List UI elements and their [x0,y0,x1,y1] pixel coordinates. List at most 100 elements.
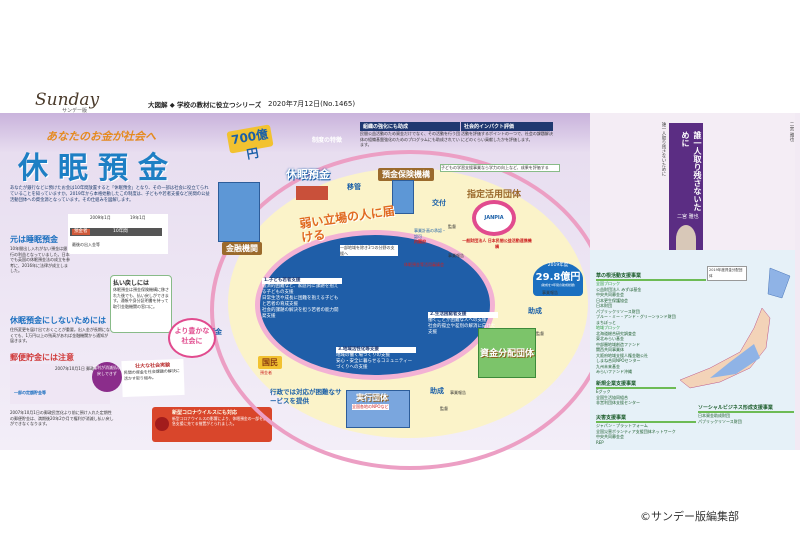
council-label: 休眠預金等活用審議会 [404,262,444,267]
yubin-badge: 権利が消滅払い戻しできず [92,362,122,392]
column-title-box: 誰一人取り残さないために 二宮 雅也 [669,123,703,258]
exec-sub: 全国各地のNPOなど [352,404,389,410]
supervise-label-3: 監督 [440,406,448,411]
group-sub: 全国ブロック [596,281,620,286]
feature-1: 組織の強化にも助成 民間公益活動のため資金だけでなく、その活動を行う団体の組織基… [360,122,460,160]
area-2-item: 働くことが困難な人への支援 [428,318,487,323]
area-3-title: 3.地域活性化等支援 [336,347,416,353]
hero-subtitle: あなたのお金が社会へ [46,130,156,143]
japan-map [679,267,791,389]
report-label-2: 事業報告 [542,290,558,295]
corona-heading: 新型コロナウイルスにも対応 [172,410,238,416]
yutaka-bubble: より豊かな社会に [168,318,216,358]
timeline-years: 10年間 [113,229,128,234]
area-3: 3.地域活性化等支援 地域の働く場づくりの支援 安心・安全に暮らせるコミュニティ… [336,347,416,371]
group-item: Eグック [596,389,611,394]
report-label-1: 事業報告 [448,253,464,258]
haraimodoshi-text: 休眠預金は預金保険機構に移された後でも、払い戻しができます。通帳や身分証明書を持… [113,287,169,309]
yubin-heading: 郵便貯金には注意 [10,353,74,362]
feature-note: 子どもの学習支援事業なら学力の向上など、成果を評価する [440,164,560,172]
cabinet-office: 事業計画の承認・認可 内閣府 [414,228,448,260]
area-2-title: 2.生活困窮者支援 [428,312,498,318]
supervise-label-2: 監督 [536,331,544,336]
group-disaster: 災害支援事業 ジャパン・プラットフォーム 全国災害ボランティア支援団体ネットワー… [596,414,696,445]
amount-year: 2019年度 [547,263,569,268]
exec-label: 実行団体 [356,393,388,402]
sunday-logo: Sunday [35,90,100,110]
moto-text: 10年間出し入れがない預金は銀行の利益となっていました。日本でも英国の休眠預金法… [10,246,70,273]
area-1-item: 経済的困難など、家庭内に課題を抱える子どもの支援 [262,284,339,295]
group-item: 東北みらい基金 [596,336,624,341]
group-item: パブリックリソース財団 [698,418,742,424]
move-label: 移管 [347,183,361,191]
shinai-text: 住所変更を届け出ておくことが重要。出入金が長期になくても、1万円以上の残高があれ… [10,327,110,343]
issue-date: 2020年7月12日(No.1465) [268,100,356,108]
supervise-label-1: 監督 [448,224,456,229]
fund-building [478,328,536,378]
haraimodoshi-heading: 払い戻しには [113,280,150,287]
author-name: 二宮 雅也 [677,214,699,220]
copyright-credit: ©サンデー版編集部 [640,510,739,523]
group-item: ジャパン・プラットフォーム [596,423,648,428]
area-1-item: 日常生活や成長に困難を抱える子どもと若者の育成支援 [262,296,339,307]
yubin-kind: 一部の定額貯金等 [14,390,46,395]
kokumin-sub: 預金者 [260,370,272,375]
logo-subtitle: サンデー版 [62,108,88,114]
report-label-3: 事業報告 [450,390,466,395]
feature-2: 社会的インパクト評価 活動を評価するポイントの一つで、社会の課題解決にどのくらい… [461,122,553,160]
passbook-icon [296,186,328,200]
shinai-heading: 休眠預金にしないためには [10,316,106,325]
timeline-start: 2009年1月 [90,215,111,220]
area-3-item: 地域の働く場づくりの支援 [336,353,390,358]
moto-heading: 元は睡眠預金 [10,235,58,244]
group-item: REP [596,439,604,445]
area-1-item: 社会的課題の解決を担う若者の能力開発支援 [262,308,339,319]
designated-label: 指定活用団体 [467,190,522,200]
hero-title: 休眠預金 [18,151,178,186]
fund-label: 資金分配団体 [480,349,535,359]
janpia-logo: JANPIA [472,200,516,236]
janpia-name: 一般財団法人 日本民間公益活動連携機構 [462,238,532,249]
haraimodoshi-box: 払い戻しには 休眠預金は預金保険機構に移された後でも、払い戻しができます。通帳や… [110,275,172,333]
yubin-date: 2007年10月1日 郵政民営化 [55,366,107,371]
group-item: 北海道総合研究調査会 [596,330,636,336]
bank-label: 金融機関 [222,242,262,255]
group-item: 九州未来基金 [596,363,620,369]
column-text-1: 誰一人取り残さないために [661,122,666,176]
feature-1-heading: 組織の強化にも助成 [360,122,460,131]
kyodai-note: 壮大な社会実験 民間の資金を社会課題の解決に活かす取り組み。 [121,358,185,398]
amount-badge-2019: 2019年度 29.8億円 (助成を3年間の助成総額) [533,262,583,296]
bank-building [218,182,260,242]
group-item: パブリックリソース財団 [596,308,640,314]
group-item: 公益財団法人 みずほ基金 [596,286,642,292]
service-label: 行政では対応が困難なサービスを提供 [270,388,342,405]
yubin-text: 2007年10月1日の郵政民営化より前に預け入れた定期性の郵便貯金は、満期後20… [10,410,114,426]
group-item: まちぽっと [596,319,616,325]
group-item: 日本資金助成財団 [698,413,730,418]
grant-label: 交付 [432,199,446,207]
group-item: ブルー・ミー・アンド・グリーンランド財団 [596,314,676,319]
group-item: 大阪府地域支援人権金融公社 [596,352,648,358]
map-legend-title: 2019年度資金分配団体 [709,268,743,278]
corona-text: 新型コロナウイルスの影響により、休眠預金の一部を緊急支援に充てる措置がとられまし… [172,416,267,426]
group-item: 日本財団 [596,303,612,308]
group-heading: ソーシャルビジネス形成支援事業 [698,404,794,413]
hoken-building [392,180,414,214]
group-item: 日本更生保護協会 [596,297,628,303]
timeline-note: 最後の出入金等 [72,242,100,247]
area-2-item: 社会的孤立や差別の解消に向けた支援 [428,324,496,335]
group-item: 中部圏地域創造ファンド [596,341,640,347]
group-social-business: ソーシャルビジネス形成支援事業 日本資金助成財団 パブリックリソース財団 [698,404,794,424]
group-item: しまね合同NPOセンター [596,358,641,363]
virus-icon [155,417,169,431]
column-title: 誰一人取り残さないために [681,131,702,211]
assist-label-1: 助成 [528,307,542,315]
group-item: 中央共同募金会 [596,434,624,439]
group-heading: 草の根活動支援事業 [596,272,706,281]
group-item: 非営利団体支援センター [596,400,640,405]
plan-label: 事業計画の承認・認可 [414,228,446,239]
area-1: 1.子ども若者支援 経済的困難など、家庭内に課題を抱える子どもの支援 日常生活や… [262,278,342,320]
author-photo [676,225,696,253]
corona-box: 新型コロナウイルスにも対応 新型コロナウイルスの影響により、休眠預金の一部を緊急… [152,407,272,442]
feature-1-text: 民間公益活動のため資金だけでなく、その活動を行う団体の組織基盤強化のためのプログ… [360,131,460,147]
